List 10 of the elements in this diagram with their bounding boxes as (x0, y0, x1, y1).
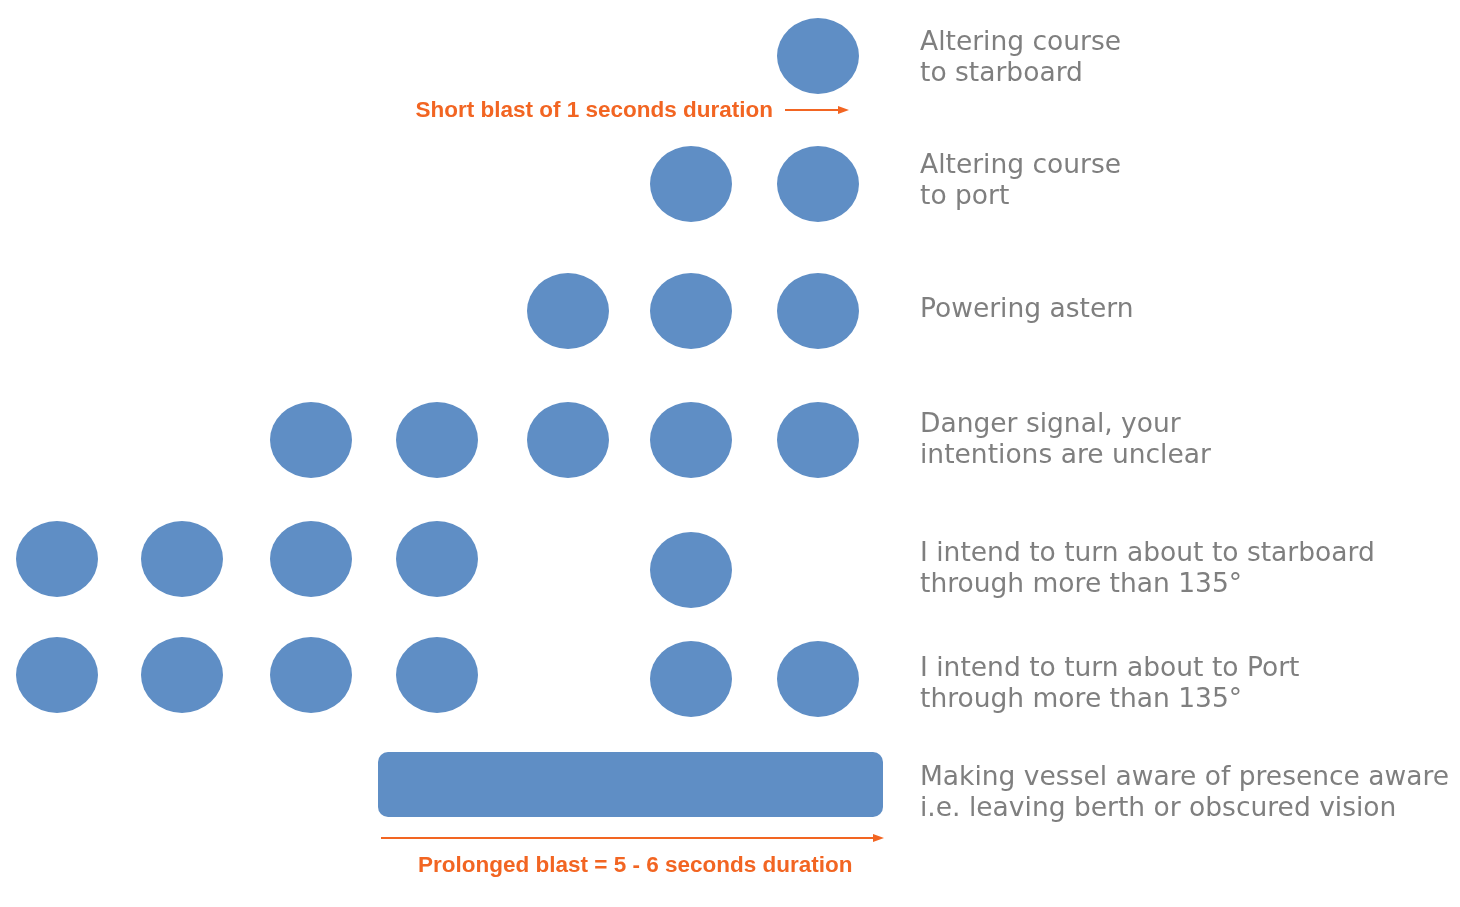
prolonged-blast-bar (378, 752, 883, 817)
duration-note: Prolonged blast = 5 - 6 seconds duration (418, 852, 853, 878)
signal-description: Making vessel aware of presence aware i.e. leaving berth or obscured vision (920, 760, 1451, 822)
signal-description: I intend to turn about to starboard through more than 135° (920, 536, 1376, 598)
signal-description: Altering course to starboard (920, 25, 1123, 87)
signal-description: Powering astern (920, 292, 1135, 323)
signal-description: Danger signal, your intentions are unclear (920, 407, 1212, 469)
signal-description: Altering course to port (920, 148, 1123, 210)
signal-description: I intend to turn about to Port through more than 135° (920, 651, 1301, 713)
duration-note: Short blast of 1 seconds duration (415, 97, 773, 123)
